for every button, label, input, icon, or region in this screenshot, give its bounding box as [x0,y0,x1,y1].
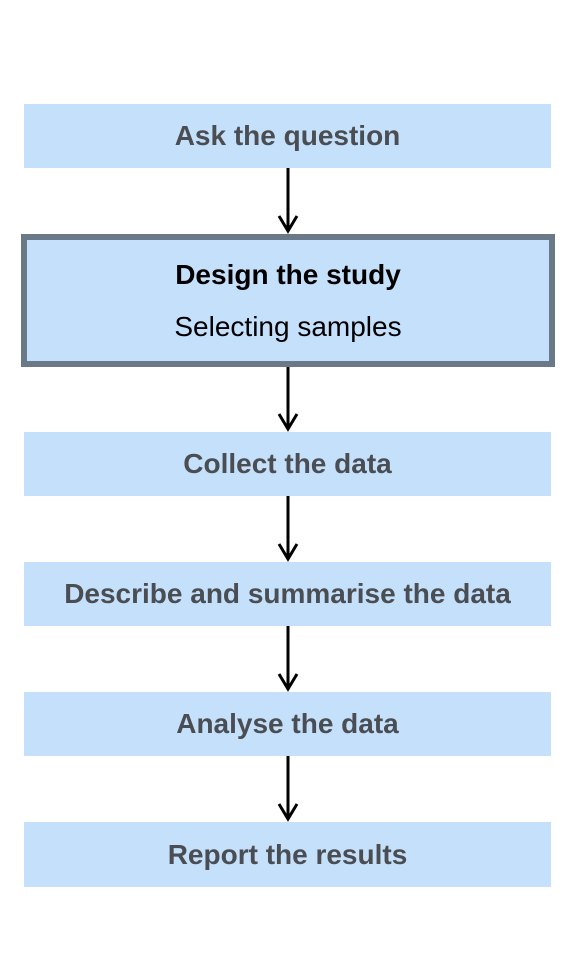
step-report-results: Report the results [24,822,551,887]
arrow-down-icon [277,496,299,562]
step-label: Design the study [175,258,401,290]
step-label: Ask the question [174,120,401,151]
arrow-down-icon [277,626,299,692]
step-analyse-data: Analyse the data [24,692,551,756]
step-sublabel: Selecting samples [174,310,402,342]
step-describe-summarise: Describe and summarise the data [24,562,551,626]
step-label: Analyse the data [176,708,399,739]
step-ask-question: Ask the question [24,104,551,168]
arrow-down-icon [277,756,299,822]
step-label: Collect the data [183,448,392,479]
arrow-down-icon [277,367,299,432]
step-collect-data: Collect the data [24,432,551,496]
step-design-study: Design the study Selecting samples [21,234,555,367]
arrow-down-icon [277,168,299,234]
step-label: Report the results [167,838,408,870]
step-label: Describe and summarise the data [64,578,511,609]
